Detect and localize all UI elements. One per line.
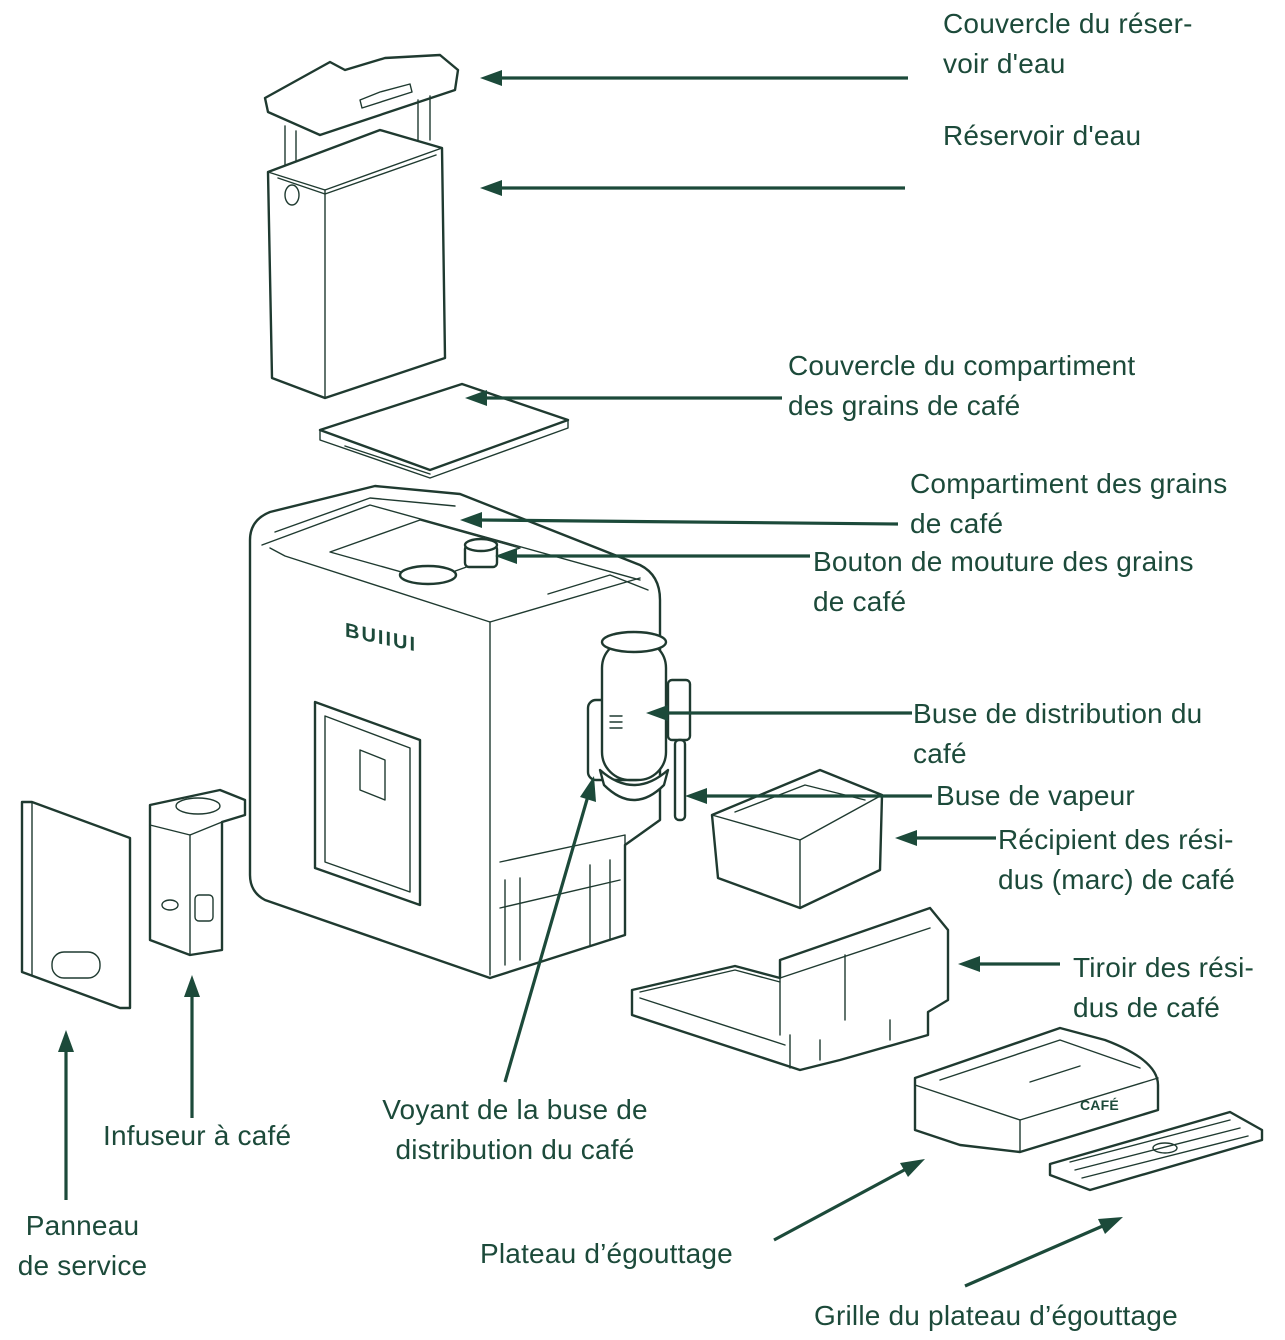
label-line: de café [813,586,907,617]
label-line: Buse de distribution du [913,698,1203,729]
label-bean-lid: Couvercle du compartiment des grains de … [788,346,1135,426]
leader-arrows [58,70,1123,1288]
label-line: Buse de vapeur [936,780,1135,811]
service-panel-drawing [20,800,132,1010]
coffee-spout-drawing [586,630,692,822]
label-line: Voyant de la buse de [382,1094,648,1125]
label-service-panel: Panneau de service [0,1206,165,1286]
label-line: Récipient des rési- [998,824,1234,855]
label-bean-compartment: Compartiment des grains de café [910,464,1227,544]
label-line: dus de café [1073,992,1220,1023]
label-drip-grid: Grille du plateau d’égouttage [814,1296,1178,1336]
label-line: Bouton de mouture des grains [813,546,1194,577]
label-line: café [913,738,967,769]
label-line: Panneau [25,1210,140,1241]
label-water-tank: Réservoir d'eau [943,116,1141,156]
label-line: de café [910,508,1004,539]
label-line: Tiroir des rési- [1073,952,1255,983]
label-lid-water-tank: Couvercle du réser- voir d'eau [943,4,1193,84]
label-line: de service [17,1250,148,1281]
grounds-container-drawing [710,768,884,910]
water-tank-drawing [266,128,447,400]
label-grind-knob: Bouton de mouture des grains de café [813,542,1194,622]
label-line: voir d'eau [943,48,1066,79]
label-line: distribution du café [395,1134,635,1165]
label-line: dus (marc) de café [998,864,1236,895]
label-grounds-container: Récipient des rési- dus (marc) de café [998,820,1235,900]
label-line: Infuseur à café [103,1120,292,1151]
drip-grid-drawing [1048,1110,1264,1192]
label-line: Plateau d’égouttage [480,1238,733,1269]
label-spout-light: Voyant de la buse de distribution du caf… [350,1090,680,1170]
label-line: Couvercle du réser- [943,8,1193,39]
label-grounds-drawer: Tiroir des rési- dus de café [1073,948,1254,1028]
label-line: Grille du plateau d’égouttage [814,1300,1178,1331]
bean-lid-drawing [318,382,570,479]
label-line: Réservoir d'eau [943,120,1142,151]
label-coffee-spout: Buse de distribution du café [913,694,1202,774]
label-line: Compartiment des grains [910,468,1228,499]
label-brewer: Infuseur à café [103,1116,291,1156]
label-line: Couvercle du compartiment [788,350,1136,381]
drip-tray-drawing [913,1026,1160,1154]
grounds-drawer-drawing [630,906,950,1072]
label-steam-wand: Buse de vapeur [936,776,1135,816]
tray-brand: CAFÉ [1080,1097,1119,1113]
brewer-drawing [148,788,247,957]
label-drip-tray: Plateau d’égouttage [480,1234,733,1274]
label-line: des grains de café [788,390,1021,421]
